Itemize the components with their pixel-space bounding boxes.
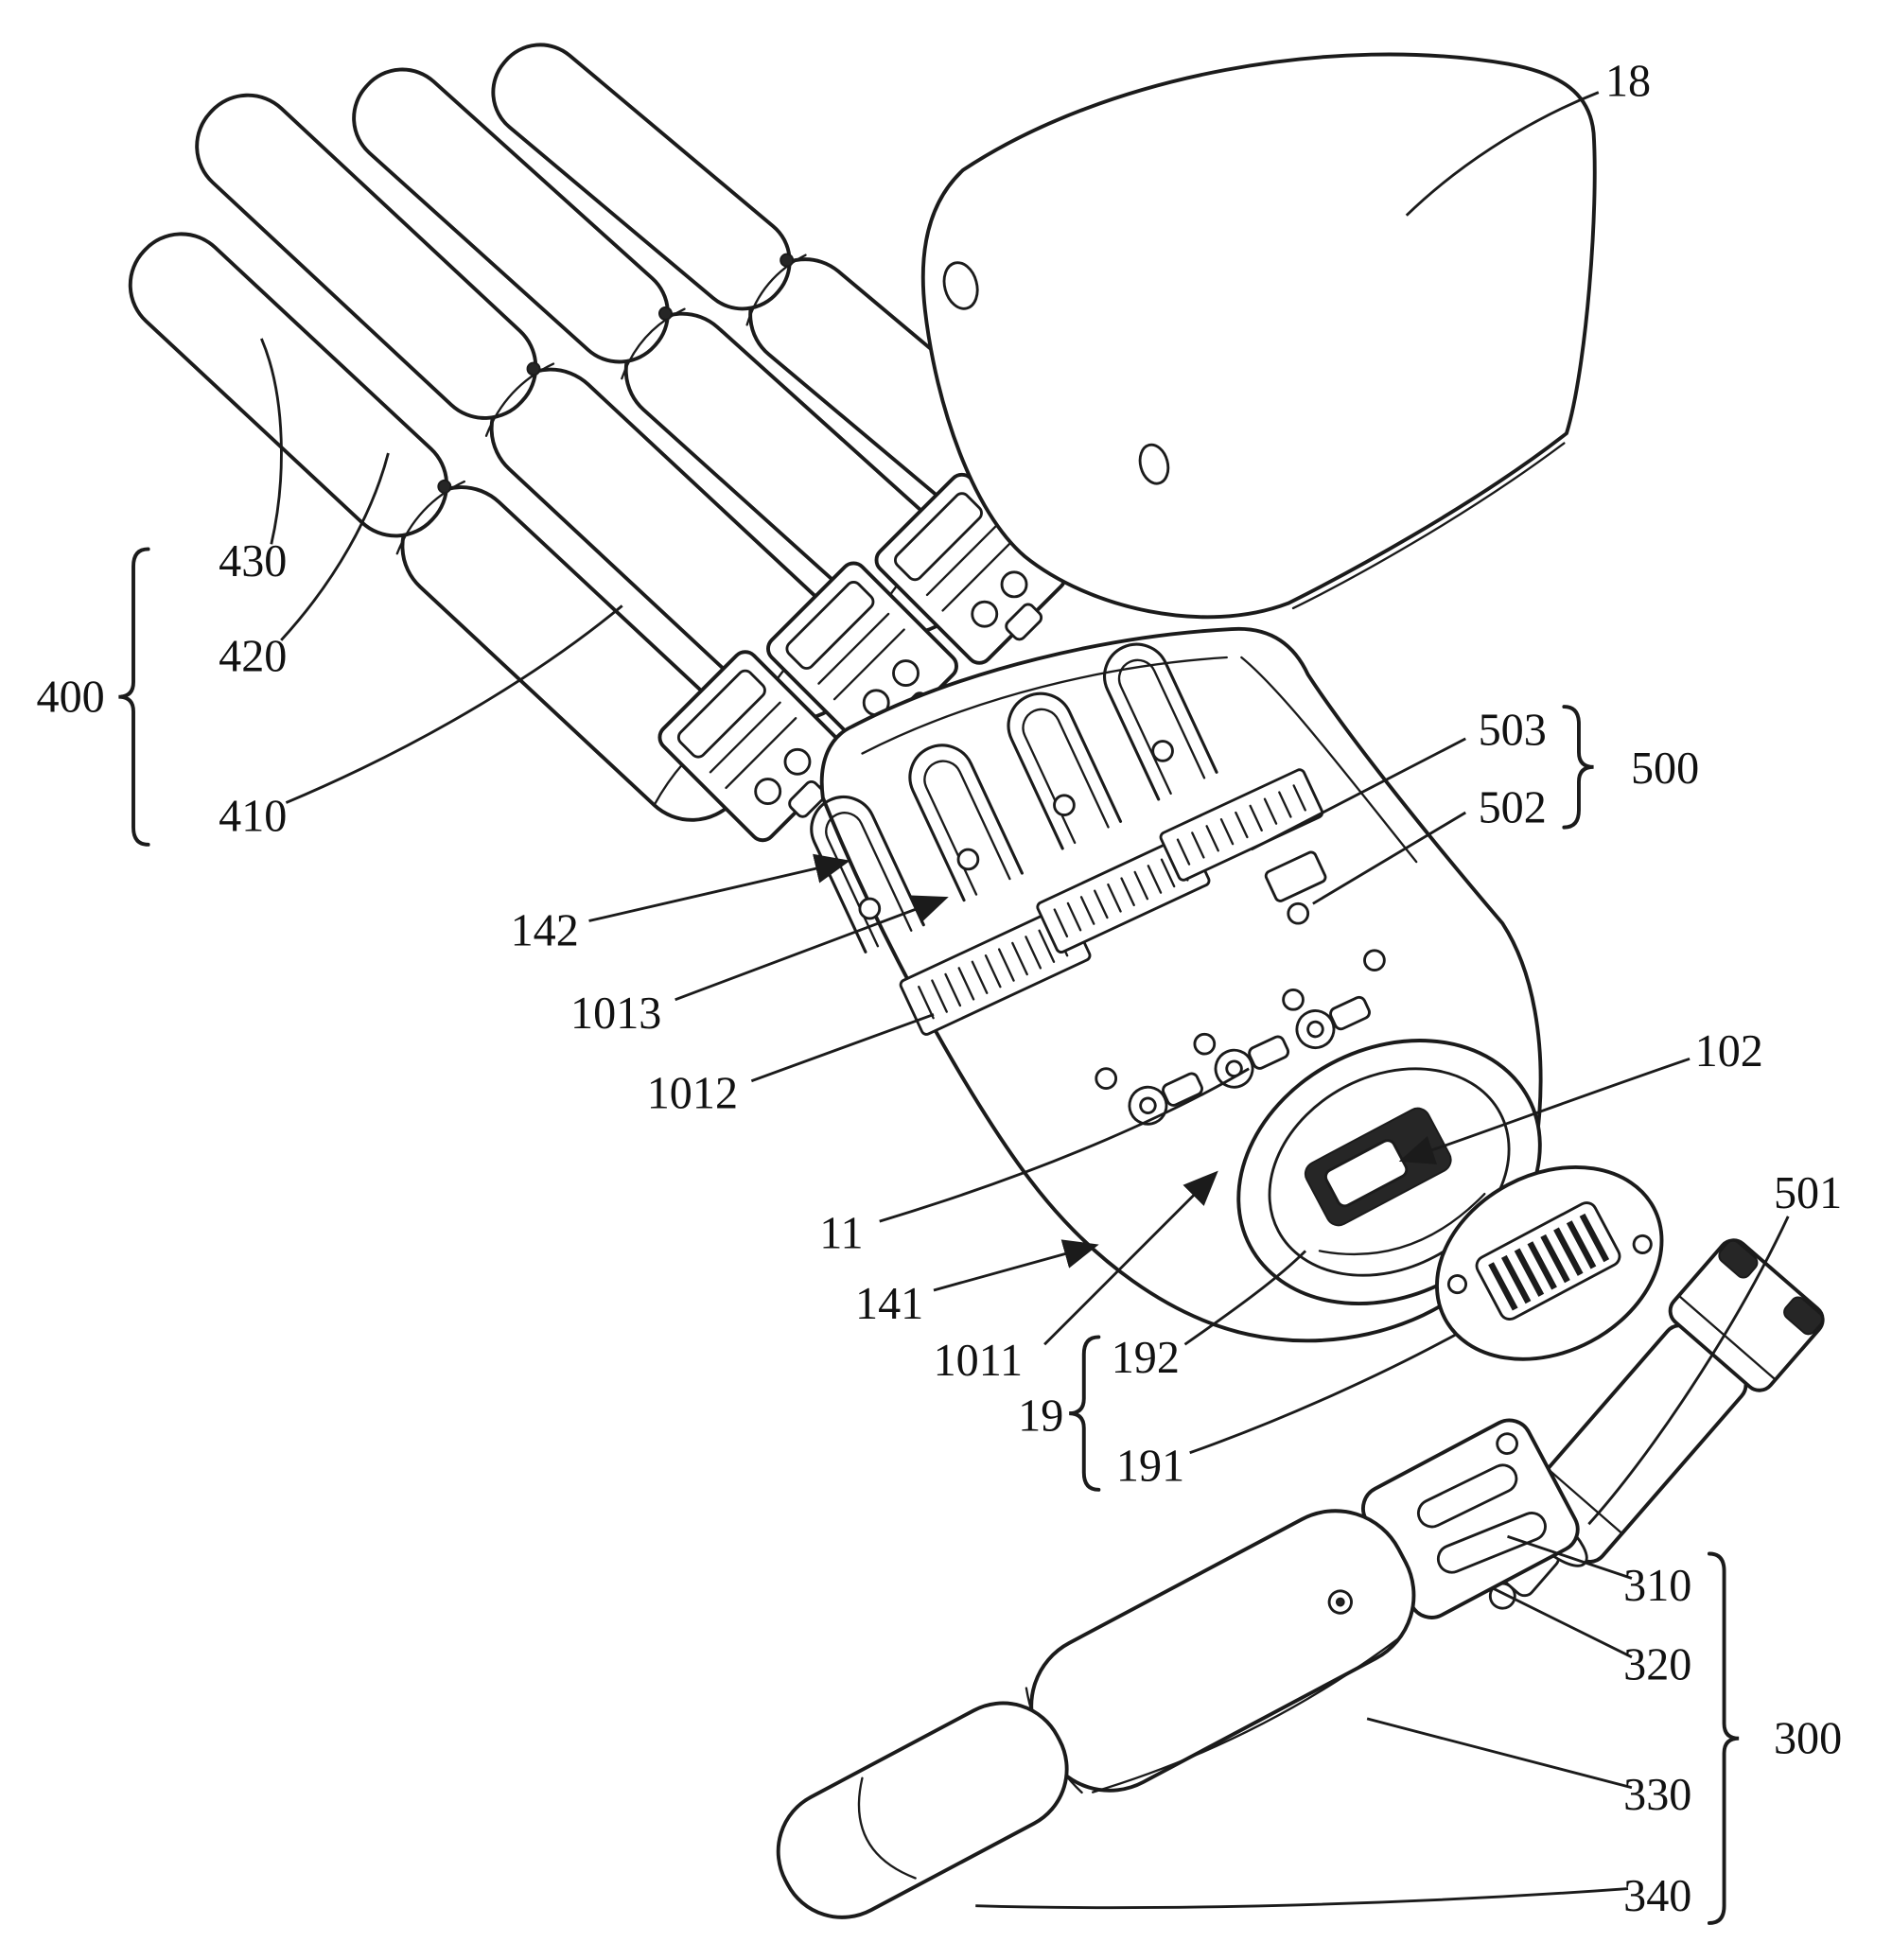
ref-label-320: 320 [1623,1639,1691,1689]
leader-430 [260,338,283,545]
leader-320 [1492,1586,1633,1659]
ref-label-18: 18 [1605,57,1651,107]
ref-label-142: 142 [511,906,579,956]
ref-label-1011: 1011 [934,1336,1023,1386]
drive-gear-2 [1214,1035,1290,1089]
finger-slot-4 [1103,642,1218,801]
leader-lines [260,91,1790,1910]
palm-screws [858,740,1386,1090]
leader-503 [1251,737,1466,851]
leader-501 [1587,1216,1790,1526]
brace-19 [1069,1335,1101,1492]
reference-numerals: 18 430 420 400 410 503 500 502 142 1013 … [37,57,1843,1921]
palm-cover [920,52,1597,620]
finger-slot-1 [810,796,925,954]
finger-2 [195,93,860,722]
finger-slot-2 [908,744,1024,902]
leader-1013 [674,895,949,1002]
ref-label-300: 300 [1774,1713,1842,1763]
ref-label-141: 141 [855,1279,923,1329]
leader-1012 [750,1013,935,1083]
ref-label-501: 501 [1774,1168,1842,1218]
wrist-ring [1236,1039,1542,1305]
ref-label-503: 503 [1479,705,1547,755]
ref-label-102: 102 [1695,1026,1763,1076]
leader-420 [280,452,390,641]
aux-connector [1264,850,1327,902]
leader-18 [1405,91,1600,217]
ref-label-310: 310 [1623,1561,1691,1611]
leader-340 [975,1887,1629,1910]
leader-142 [588,853,850,922]
ref-label-502: 502 [1479,782,1547,832]
ref-label-430: 430 [219,536,287,586]
leader-502 [1312,811,1466,905]
drive-gear-3 [1295,995,1371,1050]
ref-label-400: 400 [37,672,105,722]
ref-label-192: 192 [1112,1333,1180,1383]
group-braces [118,547,1740,1925]
ref-label-330: 330 [1623,1770,1691,1820]
ref-label-1012: 1012 [647,1068,738,1118]
leader-410 [285,604,623,804]
leader-141 [933,1239,1099,1292]
ref-label-1013: 1013 [570,989,661,1039]
leader-191 [1189,1333,1457,1455]
brace-400 [118,547,150,847]
ref-label-410: 410 [219,792,287,842]
knuckle-actuator-1 [657,650,850,843]
leader-102 [1398,1057,1691,1164]
leader-330 [1366,1717,1633,1790]
leader-310 [1507,1534,1633,1580]
leader-192 [1183,1250,1307,1346]
ref-label-500: 500 [1631,744,1699,794]
ref-label-11: 11 [819,1209,863,1259]
leader-11 [879,1067,1250,1223]
ref-label-19: 19 [1018,1391,1063,1441]
brace-300 [1707,1551,1740,1925]
ref-label-420: 420 [219,631,287,681]
ref-label-340: 340 [1623,1871,1691,1921]
ref-label-191: 191 [1116,1442,1184,1492]
leader-1011 [1043,1170,1218,1346]
drive-gear-1 [1128,1072,1203,1126]
thumb-assembly [776,1418,1580,1919]
connector-plate [1435,1164,1664,1361]
finger-slot-3 [1007,691,1123,850]
brace-500 [1562,705,1594,830]
